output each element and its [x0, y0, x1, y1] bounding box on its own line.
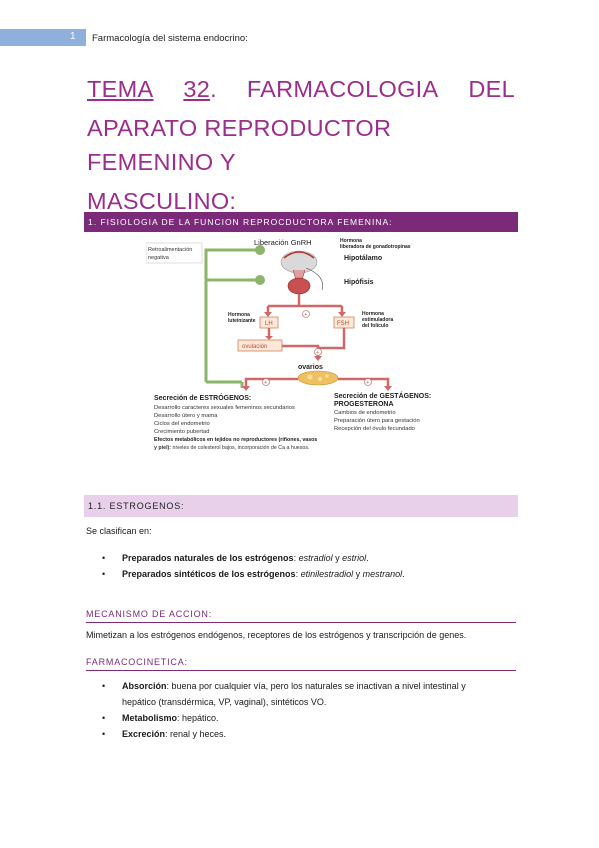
list-item: • Excreción: renal y heces. — [102, 726, 518, 742]
estrogenos-item-1: Desarrollo caracteres sexuales femeninos… — [154, 405, 295, 411]
gestagenos-item-3: Recepción del óvulo fecundado — [334, 426, 415, 432]
feedback-node-2 — [255, 275, 265, 285]
svg-text:+: + — [316, 350, 319, 356]
feedback-label-2: negativa — [148, 255, 170, 261]
hipofisis-label: Hipófisis — [344, 279, 374, 286]
list-item: • Absorción: buena por cualquier vía, pe… — [102, 678, 518, 710]
title-word-farmacologia: FARMACOLOGIA — [246, 76, 439, 102]
estrogenos-item-4: Crecimiento pubertad — [154, 429, 209, 435]
svg-text:+: + — [366, 380, 369, 386]
reproductive-physiology-diagram: Retroalimentación negativa Liberación Gn… — [146, 238, 431, 451]
estrogenos-item-2: Desarrollo útero y mama — [154, 413, 218, 419]
gestagenos-title-1: Secreción de GESTÁGENOS: — [334, 391, 431, 400]
lh-label: LH — [265, 321, 273, 327]
title-word-number: 32 — [183, 76, 211, 102]
bullet-icon: • — [102, 569, 106, 579]
feedback-label-1: Retroalimentación — [148, 247, 192, 253]
svg-text:+: + — [264, 380, 267, 386]
svg-text:+: + — [304, 312, 307, 318]
lh-hormone-label-2: luteinizante — [228, 318, 256, 324]
gestagenos-item-1: Cambios de endometrio — [334, 410, 396, 416]
page-number: 1 — [70, 31, 76, 42]
classification-list: • Preparados naturales de los estrógenos… — [102, 550, 518, 582]
list-item: • Preparados naturales de los estrógenos… — [102, 550, 518, 566]
title-line-2: APARATO REPRODUCTOR FEMENINO Y — [87, 115, 392, 175]
bullet-icon: • — [102, 729, 106, 739]
plus-marker-3 — [262, 378, 270, 386]
lh-hormone-label-1: Hormona — [228, 312, 250, 318]
fsh-hormone-label-1: Hormona — [362, 311, 384, 317]
heading-farmacocinetica: FARMACOCINETICA: — [86, 657, 516, 671]
document-title: TEMA 32. FARMACOLOGIA DEL APARATO REPROD… — [87, 72, 515, 218]
fsh-label: FSH — [337, 321, 349, 327]
estrogenos-item-3: Ciclos del endometrio — [154, 421, 210, 427]
plus-marker-1 — [302, 310, 310, 318]
fsh-hormone-label-2: estimuladora — [362, 317, 393, 323]
gnrh-label: Liberación GnRH — [254, 238, 312, 247]
plus-marker-4 — [364, 378, 372, 386]
title-period: . — [210, 76, 217, 102]
title-word-del: DEL — [468, 76, 515, 102]
metabolic-effects-line-2: y piel): niveles de colesterol bajos, in… — [154, 445, 309, 451]
gestagenos-item-2: Preparación útero para gestación — [334, 418, 420, 424]
feedback-line-left — [204, 248, 258, 382]
gestagenos-title-2: PROGESTERONA — [334, 401, 394, 408]
running-title: Farmacología del sistema endocrino: — [92, 33, 248, 44]
feedback-box — [146, 242, 203, 264]
ovarios-label: ovarios — [298, 364, 323, 371]
classification-intro: Se clasifican en: — [86, 526, 152, 536]
hipotalamo-label: Hipotálamo — [344, 255, 382, 262]
plus-marker-2 — [314, 348, 322, 356]
ovulacion-label: ovulación — [242, 344, 267, 350]
heading-mecanismo: MECANISMO DE ACCION: — [86, 609, 516, 623]
estrogenos-title: Secreción de ESTRÓGENOS: — [154, 393, 251, 402]
farmacocinetica-list: • Absorción: buena por cualquier vía, pe… — [102, 678, 518, 742]
section-heading-estrogenos: 1.1. ESTROGENOS: — [84, 495, 518, 517]
list-item: • Preparados sintéticos de los estrógeno… — [102, 566, 518, 582]
section-heading-fisiologia: 1. FISIOLOGIA DE LA FUNCION REPROCDUCTOR… — [84, 212, 518, 232]
pituitary-illustration — [287, 277, 311, 295]
title-line-3: MASCULINO: — [87, 188, 237, 214]
list-item: • Metabolismo: hepático. — [102, 710, 518, 726]
bullet-icon: • — [102, 713, 106, 723]
metabolic-effects-line-1: Efectos metabólicos en tejidos no reprod… — [154, 437, 317, 443]
title-word-tema: TEMA — [87, 76, 154, 102]
hypothalamus-illustration — [280, 250, 318, 274]
gnrh-hormone-label-1: Hormona — [340, 238, 362, 244]
bullet-icon: • — [102, 681, 106, 691]
gnrh-hormone-label-2: liberadora de gonadotropinas — [340, 244, 411, 250]
mecanismo-text: Mimetizan a los estrógenos endógenos, re… — [86, 630, 467, 640]
fsh-hormone-label-3: del folículo — [362, 323, 388, 329]
feedback-node-1 — [255, 245, 265, 255]
page-number-bar — [0, 29, 86, 46]
ovary-illustration — [297, 370, 339, 386]
bullet-icon: • — [102, 553, 106, 563]
